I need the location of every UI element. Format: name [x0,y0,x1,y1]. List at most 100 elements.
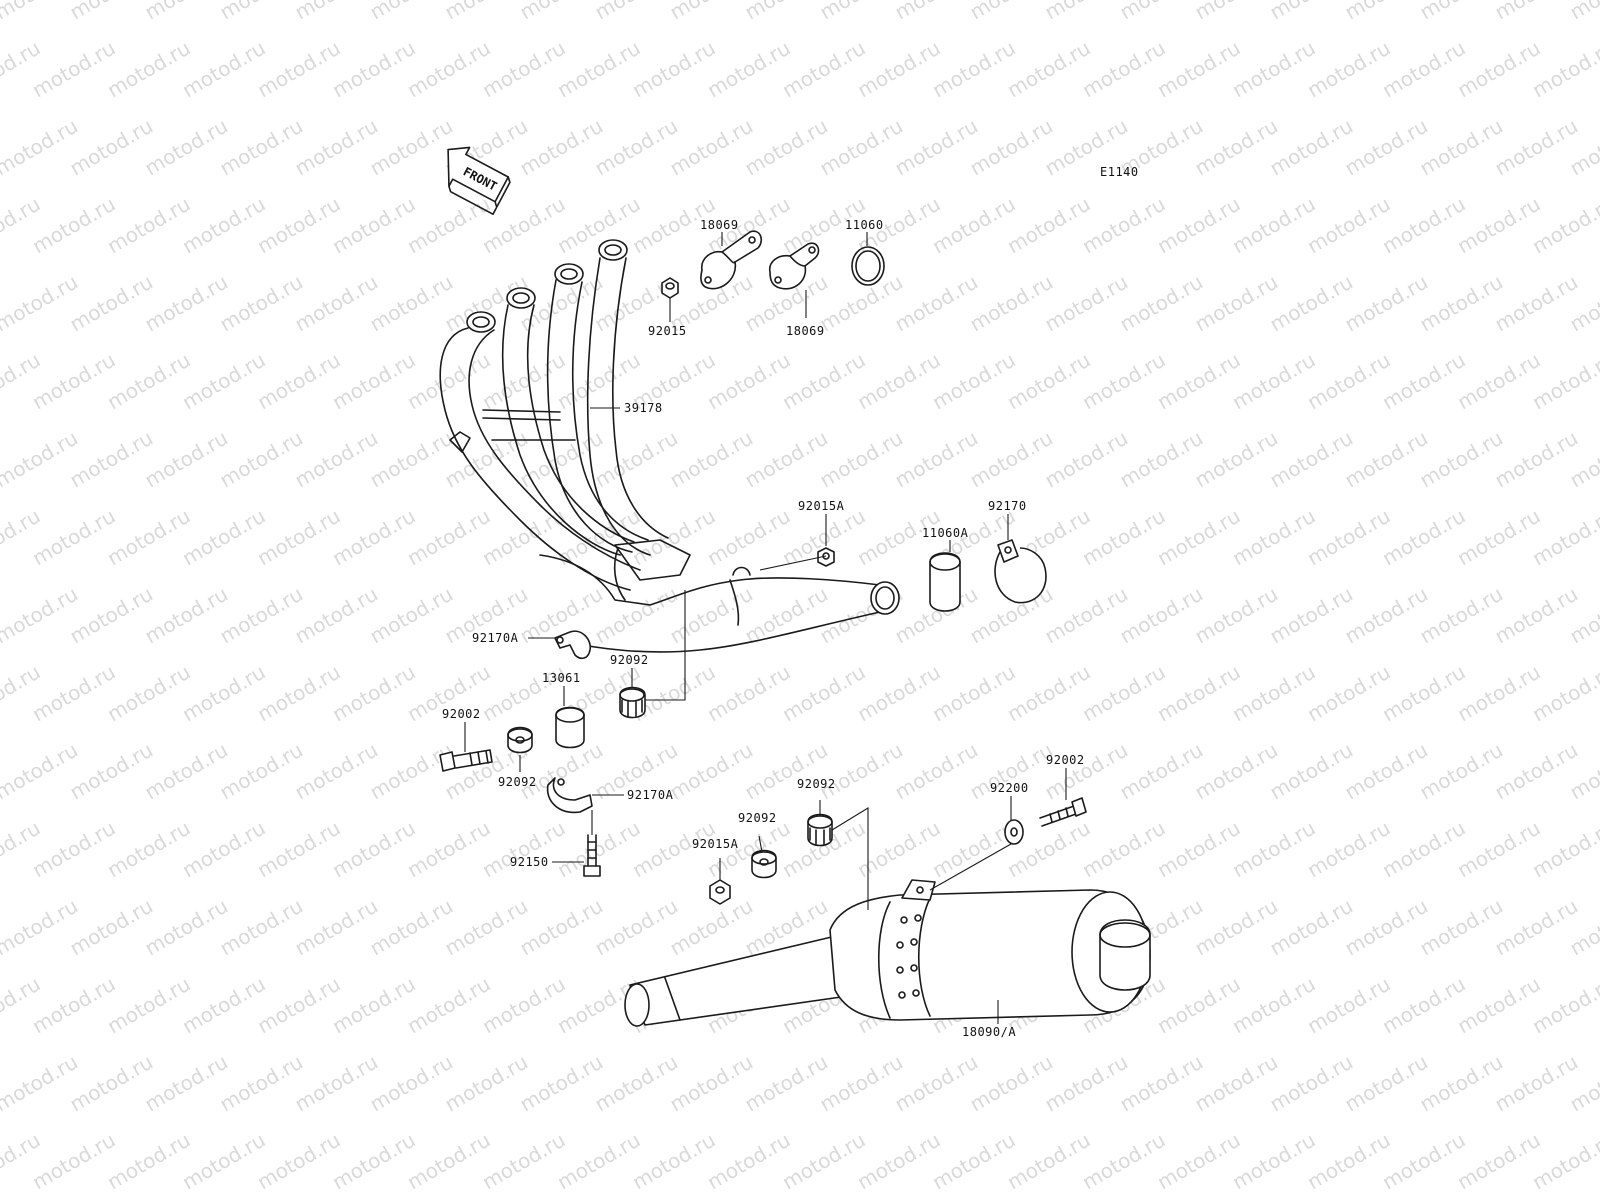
watermark-text: motod.ru [1153,348,1244,415]
nut-92015A-bottom-icon [709,879,731,905]
watermark-text: motod.ru [1416,1050,1507,1117]
watermark-text: motod.ru [1228,36,1319,103]
watermark-text: motod.ru [1528,192,1600,259]
watermark-text: motod.ru [1003,192,1094,259]
watermark-text: motod.ru [216,270,307,337]
watermark-text: motod.ru [366,1050,457,1117]
watermark-text: motod.ru [366,114,457,181]
watermark-text: motod.ru [778,660,869,727]
part-label-92002-left: 92002 [442,707,481,721]
watermark-text: motod.ru [516,114,607,181]
watermark-text: motod.ru [1078,660,1169,727]
watermark-text: motod.ru [1041,426,1132,493]
watermark-text: motod.ru [1416,426,1507,493]
part-label-92170A-bottom: 92170A [627,788,674,802]
watermark-text: motod.ru [1566,0,1600,24]
watermark-text: motod.ru [891,114,982,181]
watermark-text: motod.ru [478,972,569,1039]
watermark-text: motod.ru [66,894,157,961]
watermark-text: motod.ru [703,660,794,727]
watermark-text: motod.ru [1228,816,1319,883]
watermark-text: motod.ru [1228,660,1319,727]
watermark-text: motod.ru [1153,504,1244,571]
watermark-text: motod.ru [1153,660,1244,727]
watermark-text: motod.ru [666,738,757,805]
watermark-text: motod.ru [103,816,194,883]
watermark-text: motod.ru [253,348,344,415]
front-arrow-icon: FRONT [447,146,511,216]
watermark-text: motod.ru [216,1050,307,1117]
watermark-text: motod.ru [1453,348,1544,415]
watermark-text: motod.ru [1416,270,1507,337]
watermark-text: motod.ru [703,36,794,103]
watermark-text: motod.ru [1528,660,1600,727]
watermark-text: motod.ru [141,582,232,649]
watermark-text: motod.ru [1528,504,1600,571]
watermark-text: motod.ru [366,894,457,961]
part-label-18069-bottom: 18069 [786,324,825,338]
watermark-text: motod.ru [1453,660,1544,727]
watermark-text: motod.ru [1228,348,1319,415]
watermark-text: motod.ru [0,738,82,805]
watermark-text: motod.ru [1191,426,1282,493]
watermark-text: motod.ru [628,36,719,103]
watermark-text: motod.ru [1003,660,1094,727]
watermark-text: motod.ru [328,504,419,571]
watermark-text: motod.ru [253,660,344,727]
watermark-text: motod.ru [891,426,982,493]
watermark-text: motod.ru [1041,582,1132,649]
watermark-text: motod.ru [816,270,907,337]
watermark-text: motod.ru [478,1128,569,1195]
watermark-text: motod.ru [291,738,382,805]
watermark-text: motod.ru [1378,504,1469,571]
watermark-text: motod.ru [178,504,269,571]
watermark-text: motod.ru [66,270,157,337]
watermark-text: motod.ru [178,192,269,259]
watermark-text: motod.ru [141,426,232,493]
watermark-text: motod.ru [103,504,194,571]
watermark-text: motod.ru [703,348,794,415]
watermark-text: motod.ru [291,582,382,649]
gasket-11060-icon [851,246,885,286]
part-label-11060: 11060 [845,218,884,232]
watermark-text: motod.ru [66,582,157,649]
watermark-text: motod.ru [1078,36,1169,103]
watermark-text: motod.ru [1078,816,1169,883]
watermark-text: motod.ru [1341,114,1432,181]
watermark-text: motod.ru [591,582,682,649]
muffler-18090A [624,879,1151,1027]
watermark-text: motod.ru [1191,894,1282,961]
watermark-text: motod.ru [1228,504,1319,571]
watermark-text: motod.ru [1078,192,1169,259]
watermark-text: motod.ru [1041,1050,1132,1117]
watermark-text: motod.ru [328,348,419,415]
watermark-text: motod.ru [1303,972,1394,1039]
watermark-text: motod.ru [103,660,194,727]
watermark-text: motod.ru [1041,270,1132,337]
watermark-text: motod.ru [0,1050,82,1117]
watermark-text: motod.ru [328,36,419,103]
part-label-92015: 92015 [648,324,687,338]
watermark-text: motod.ru [216,426,307,493]
watermark-text: motod.ru [1266,582,1357,649]
watermark-text: motod.ru [478,192,569,259]
watermark-text: motod.ru [1266,270,1357,337]
watermark-text: motod.ru [291,270,382,337]
watermark-text: motod.ru [891,738,982,805]
damper-92092-d-icon [751,849,777,879]
watermark-text: motod.ru [1453,36,1544,103]
watermark-text: motod.ru [591,114,682,181]
watermark-text: motod.ru [966,426,1057,493]
watermark-text: motod.ru [178,36,269,103]
watermark-text: motod.ru [328,192,419,259]
watermark-text: motod.ru [141,270,232,337]
watermark-text: motod.ru [103,348,194,415]
watermark-text: motod.ru [441,894,532,961]
watermark-text: motod.ru [1453,1128,1544,1195]
part-label-13061: 13061 [542,671,581,685]
watermark-text: motod.ru [403,36,494,103]
watermark-text: motod.ru [441,1050,532,1117]
watermark-text: motod.ru [1303,348,1394,415]
watermark-text: motod.ru [1116,426,1207,493]
